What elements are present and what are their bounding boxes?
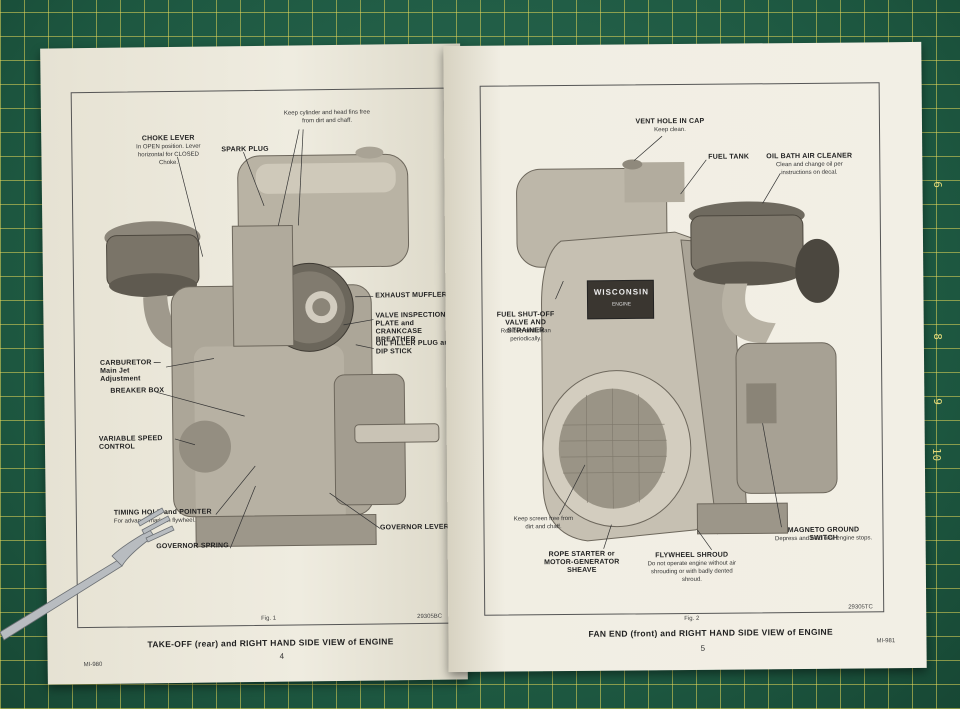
engine-rear-illustration [104, 129, 440, 549]
engine-front-illustration [516, 135, 840, 550]
left-page: Keep cylinder and head fins free from di… [40, 43, 468, 685]
right-page: WISCONSIN ENGINE VENT HOLE IN CAP Keep c… [443, 41, 927, 673]
